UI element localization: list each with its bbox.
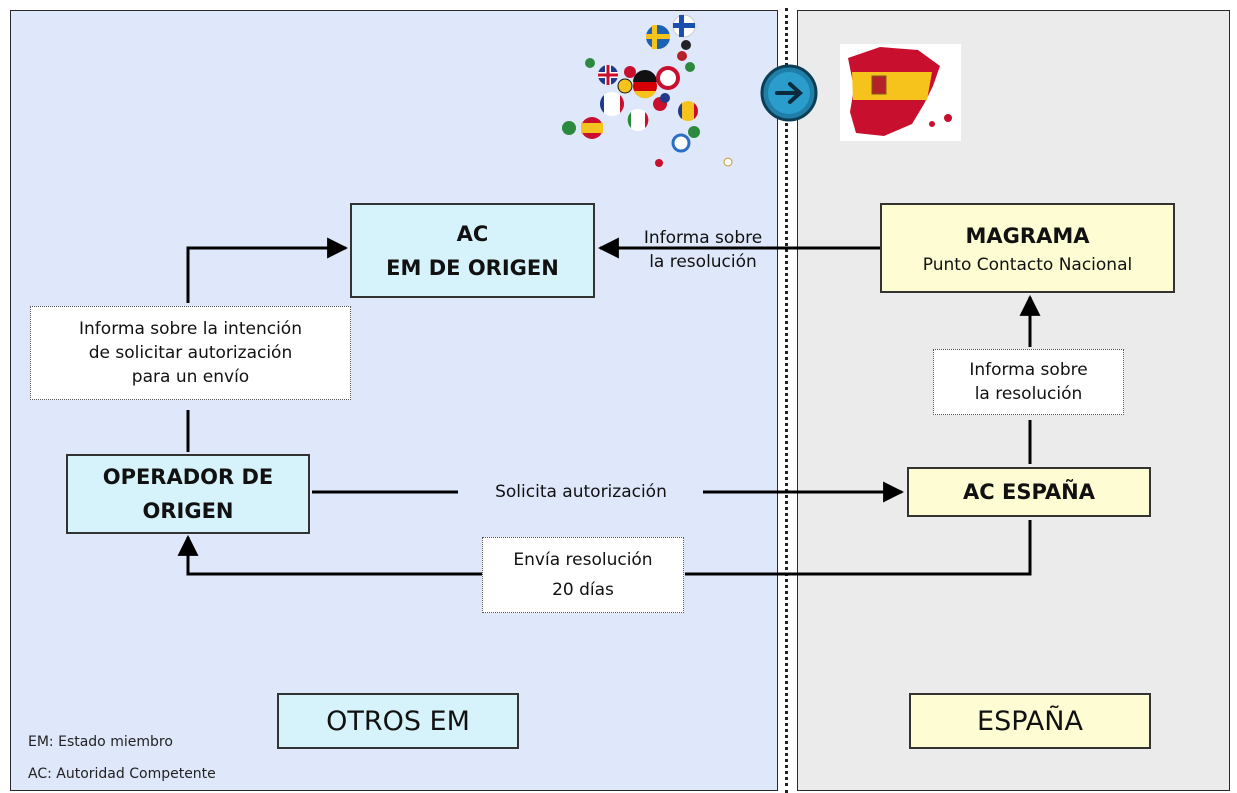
envia-resolucion-line2: 20 días bbox=[552, 580, 614, 600]
eu-flag-cyprus-icon bbox=[723, 157, 733, 167]
arrow-to-ac-origen bbox=[186, 237, 349, 303]
informa-resolucion-top-line1: Informa sobre bbox=[643, 228, 763, 248]
informa-intencion-line3: para un envío bbox=[131, 367, 250, 387]
ac-em-origen-box: AC EM DE ORIGEN bbox=[350, 203, 595, 298]
eu-flag-estonia-icon bbox=[681, 40, 691, 50]
line-envia-right bbox=[685, 520, 1032, 576]
otros-em-box: OTROS EM bbox=[277, 693, 519, 749]
informa-resolucion-right-line1: Informa sobre bbox=[969, 360, 1088, 380]
eu-flag-france-icon bbox=[599, 92, 625, 116]
eu-flag-sweden-icon bbox=[646, 25, 670, 49]
panel-divider bbox=[785, 8, 788, 793]
eu-flag-uk-icon bbox=[598, 65, 618, 85]
informa-resolucion-note: Informa sobre la resolución bbox=[933, 349, 1124, 415]
informa-intencion-note: Informa sobre la intención de solicitar … bbox=[30, 306, 351, 400]
eu-flag-spain-small-icon bbox=[581, 117, 603, 139]
eu-flag-malta-icon bbox=[655, 159, 663, 167]
eu-flag-poland-icon bbox=[656, 66, 680, 90]
envia-resolucion-line1: Envía resolución bbox=[513, 550, 653, 570]
magrama-box: MAGRAMA Punto Contacto Nacional bbox=[880, 203, 1175, 293]
informa-resolucion-right-line2: la resolución bbox=[974, 384, 1083, 404]
ac-espana-box: AC ESPAÑA bbox=[907, 467, 1151, 517]
magrama-subtitle: Punto Contacto Nacional bbox=[922, 255, 1133, 275]
operador-line2: ORIGEN bbox=[142, 499, 234, 523]
informa-resolucion-top-line2: la resolución bbox=[649, 252, 757, 272]
eu-flag-czech-icon bbox=[660, 93, 670, 103]
eu-flag-lithuania-icon bbox=[685, 62, 695, 72]
eu-flag-romania-icon bbox=[678, 101, 698, 121]
arrow-envia-to-operador bbox=[177, 534, 482, 576]
informa-intencion-line2: de solicitar autorización bbox=[88, 343, 293, 363]
left-panel-otros-em bbox=[10, 10, 778, 791]
legend-em: EM: Estado miembro bbox=[28, 734, 173, 750]
informa-resolucion-top-label: Informa sobre la resolución bbox=[620, 226, 786, 274]
ac-em-origen-line1: AC bbox=[456, 221, 489, 246]
espana-label: ESPAÑA bbox=[977, 705, 1083, 737]
eu-flag-belgium-icon bbox=[617, 78, 633, 94]
legend-ac: AC: Autoridad Competente bbox=[28, 766, 216, 782]
envia-resolucion-note: Envía resolución 20 días bbox=[482, 537, 684, 613]
eu-flag-bulgaria-icon bbox=[688, 126, 700, 138]
eu-flag-latvia-icon bbox=[677, 51, 687, 61]
eu-flag-ireland-icon bbox=[585, 58, 595, 68]
eu-flag-denmark-icon bbox=[624, 66, 636, 78]
otros-em-label: OTROS EM bbox=[326, 705, 470, 737]
eu-flag-greece-icon bbox=[671, 133, 691, 153]
operador-line1: OPERADOR DE bbox=[102, 465, 274, 489]
eu-flag-finland-icon bbox=[672, 14, 696, 38]
informa-intencion-line1: Informa sobre la intención bbox=[79, 319, 302, 339]
espana-box: ESPAÑA bbox=[909, 693, 1151, 749]
eu-flag-italy-icon bbox=[627, 109, 649, 131]
eu-flag-portugal-icon bbox=[562, 121, 576, 135]
solicita-autorizacion-text: Solicita autorización bbox=[495, 482, 667, 502]
operador-origen-box: OPERADOR DE ORIGEN bbox=[66, 454, 310, 534]
solicita-autorizacion-label: Solicita autorización bbox=[462, 480, 700, 504]
eu-flag-germany-icon bbox=[633, 70, 657, 99]
ac-espana-label: AC ESPAÑA bbox=[963, 480, 1095, 504]
ac-em-origen-line2: EM DE ORIGEN bbox=[386, 255, 559, 280]
magrama-title: MAGRAMA bbox=[965, 224, 1090, 248]
